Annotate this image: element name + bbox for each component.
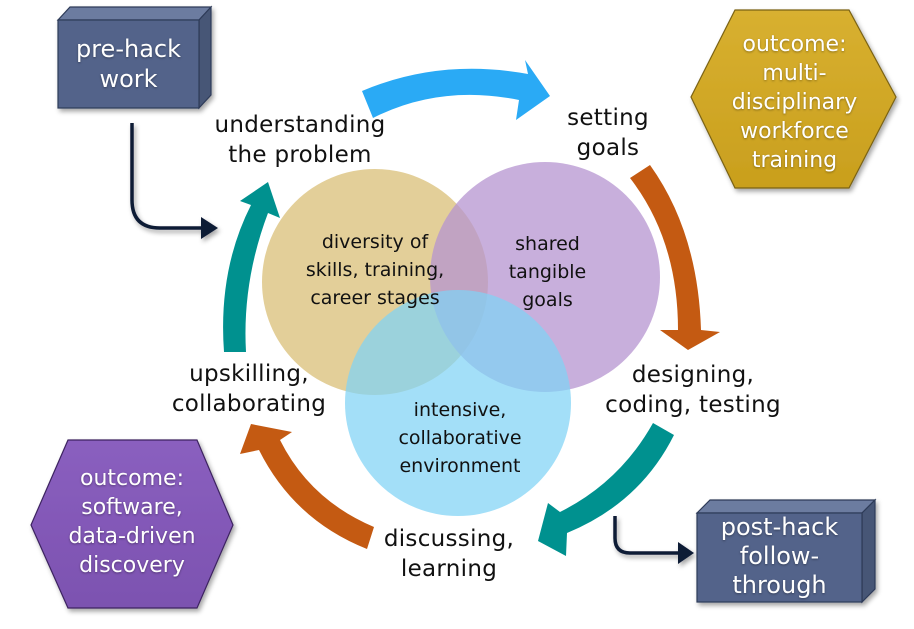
arrow-understanding-to-setting <box>362 60 550 120</box>
post-hack-label: post-hack follow- through <box>697 513 862 600</box>
pre-hack-box <box>56 5 213 110</box>
pre-hack-line-1: pre-hack <box>75 35 181 63</box>
venn-goals-line-3: goals <box>522 289 573 311</box>
outcome-software-line-3: data-driven <box>68 524 196 549</box>
step-setting: setting goals <box>548 103 668 163</box>
venn-diversity-line-3: career stages <box>310 287 440 309</box>
outcome-software-line-1: outcome: <box>80 466 184 491</box>
connector-pre-hack <box>130 123 203 230</box>
cycle-arrows <box>223 60 720 556</box>
outcome-workforce-line-4: workforce <box>740 119 849 144</box>
venn-label-goals: shared tangible goals <box>490 230 605 314</box>
arrow-setting-to-designing <box>630 165 720 350</box>
arrow-upskilling-to-understanding <box>223 182 280 352</box>
pre-hack-label: pre-hack work <box>58 34 199 94</box>
outcome-workforce-line-1: outcome: <box>742 32 847 57</box>
outcome-workforce-line-3: disciplinary <box>731 90 858 115</box>
outcome-workforce-label: outcome: multi- disciplinary workforce t… <box>693 30 896 175</box>
step-setting-line-2: goals <box>576 135 640 161</box>
step-setting-line-1: setting <box>567 105 649 131</box>
step-discussing-line-2: learning <box>400 556 498 582</box>
outcome-workforce-line-2: multi- <box>762 61 827 86</box>
venn-diagram <box>262 162 660 516</box>
venn-diversity-line-2: skills, training, <box>305 259 445 281</box>
connector-post-hack <box>613 516 680 555</box>
step-understanding-line-1: understanding <box>214 112 386 138</box>
post-hack-line-1: post-hack <box>720 513 839 541</box>
venn-environment-line-2: collaborative <box>398 427 522 449</box>
venn-environment-line-3: environment <box>399 455 521 477</box>
venn-label-environment: intensive, collaborative environment <box>380 396 540 480</box>
outcome-hexagon-workforce <box>690 9 897 189</box>
outcome-workforce-line-5: training <box>751 148 838 173</box>
connectors <box>130 123 694 564</box>
outcome-software-line-2: software, <box>81 495 183 520</box>
post-hack-line-2: follow- <box>739 542 820 570</box>
venn-diversity-line-1: diversity of <box>321 231 429 253</box>
connector-post-hack-arrowhead <box>678 542 694 564</box>
step-upskilling: upskilling, collaborating <box>160 359 338 419</box>
outcome-software-line-4: discovery <box>79 553 185 578</box>
venn-goals-line-2: tangible <box>508 261 587 283</box>
venn-label-diversity: diversity of skills, training, career st… <box>290 228 460 312</box>
step-designing: designing, coding, testing <box>598 360 788 420</box>
step-discussing: discussing, learning <box>374 524 524 584</box>
step-upskilling-line-2: collaborating <box>171 391 327 417</box>
step-designing-line-1: designing, <box>631 362 755 388</box>
arrow-discussing-to-upskilling <box>240 424 374 549</box>
outcome-hexagon-software <box>30 439 234 609</box>
step-understanding: understanding the problem <box>195 110 405 170</box>
venn-environment-line-1: intensive, <box>413 399 507 421</box>
step-designing-line-2: coding, testing <box>605 392 781 418</box>
post-hack-line-3: through <box>732 571 827 599</box>
step-discussing-line-1: discussing, <box>383 526 515 552</box>
connector-pre-hack-arrowhead <box>201 217 218 239</box>
arrow-designing-to-discussing <box>538 423 674 556</box>
venn-circle-environment <box>345 290 571 516</box>
step-upskilling-line-1: upskilling, <box>189 361 309 387</box>
venn-goals-line-1: shared <box>515 233 580 255</box>
outcome-software-label: outcome: software, data-driven discovery <box>31 464 233 580</box>
pre-hack-line-2: work <box>99 65 158 93</box>
step-understanding-line-2: the problem <box>228 142 372 168</box>
post-hack-box <box>695 498 877 604</box>
